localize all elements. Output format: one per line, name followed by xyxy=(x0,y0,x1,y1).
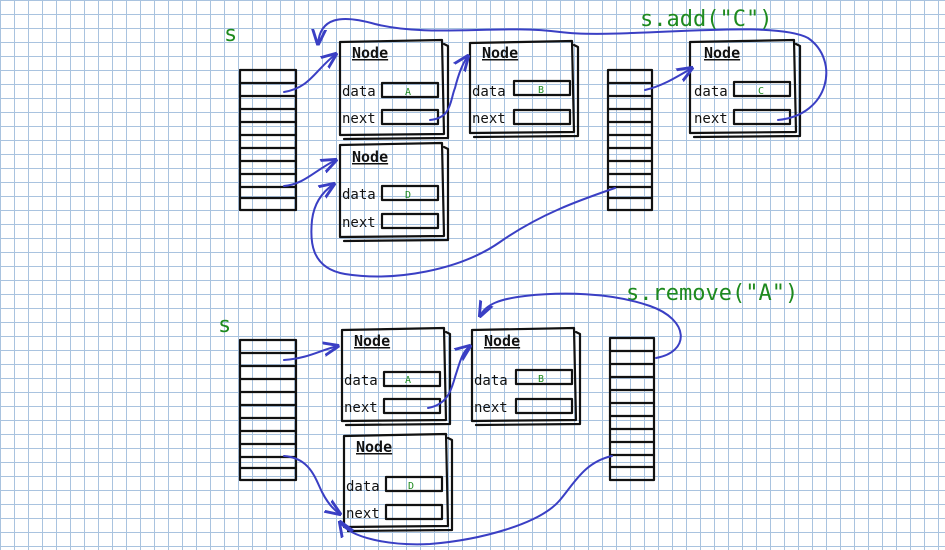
bottom-node-d: Node data next D xyxy=(342,432,454,533)
node-title: Node xyxy=(352,148,388,166)
top-node-a: Node data next A xyxy=(338,38,450,141)
node-next-label: next xyxy=(344,400,378,416)
node-title: Node xyxy=(484,332,520,350)
bottom-pointer-arrows xyxy=(283,292,682,546)
bottom-bucket-array-left xyxy=(238,338,298,482)
top-node-b: Node data next B xyxy=(468,39,580,139)
top-add-operation-label: s.add("C") xyxy=(640,7,772,32)
arrow-node-a-next-to-node-b xyxy=(427,346,470,409)
arrow-bucket-to-node-a xyxy=(283,346,338,361)
node-data-value: A xyxy=(405,87,411,98)
top-bucket-array-left xyxy=(238,68,298,212)
top-node-c: Node data next C xyxy=(688,38,802,139)
top-bucket-array-right xyxy=(606,68,654,212)
node-next-label: next xyxy=(694,111,728,127)
top-set-variable-label: s xyxy=(224,22,237,47)
node-title: Node xyxy=(356,438,392,456)
node-data-value: C xyxy=(758,86,764,97)
node-data-label: data xyxy=(472,84,506,100)
arrow-bucket-to-node-b-loop xyxy=(480,292,682,359)
bottom-section: s s.remove("A") Node data next A Node xyxy=(218,281,798,546)
arrow-bucket-to-node-c xyxy=(644,68,692,91)
node-data-label: data xyxy=(342,187,376,203)
node-data-label: data xyxy=(342,84,376,100)
node-next-label: next xyxy=(346,506,380,522)
bottom-node-a: Node data next A xyxy=(340,326,452,427)
node-next-label: next xyxy=(342,111,376,127)
node-data-label: data xyxy=(694,84,728,100)
node-next-label: next xyxy=(472,111,506,127)
bottom-node-b: Node data next B xyxy=(470,326,582,427)
top-pointer-arrows xyxy=(283,17,828,278)
node-title: Node xyxy=(352,44,388,62)
node-title: Node xyxy=(704,44,740,62)
node-data-label: data xyxy=(346,479,380,495)
node-next-label: next xyxy=(474,400,508,416)
node-data-value: B xyxy=(538,85,544,96)
bottom-bucket-array-right xyxy=(608,336,656,482)
node-data-value: B xyxy=(538,374,544,385)
node-data-value: D xyxy=(408,481,414,492)
top-section: s s.add("C") Node data next A Node xyxy=(224,7,828,278)
arrow-bucket-to-node-d-bottom xyxy=(340,455,613,546)
bottom-set-variable-label: s xyxy=(218,313,231,338)
node-data-label: data xyxy=(344,373,378,389)
node-data-label: data xyxy=(474,373,508,389)
arrow-bucket-to-node-a xyxy=(283,54,336,93)
node-data-value: D xyxy=(405,190,411,201)
node-next-label: next xyxy=(342,215,376,231)
top-node-d: Node data next D xyxy=(338,141,450,243)
node-data-value: A xyxy=(405,375,411,386)
arrow-bucket-to-node-d xyxy=(283,160,336,187)
arrow-bucket-to-node-d-loop xyxy=(310,184,616,278)
arrow-bucket-to-node-d xyxy=(283,455,340,514)
node-title: Node xyxy=(354,332,390,350)
arrow-node-c-next-to-node-a xyxy=(318,17,828,121)
bottom-remove-operation-label: s.remove("A") xyxy=(626,281,798,306)
arrow-node-a-next-to-node-b xyxy=(429,56,468,121)
node-title: Node xyxy=(482,44,518,62)
